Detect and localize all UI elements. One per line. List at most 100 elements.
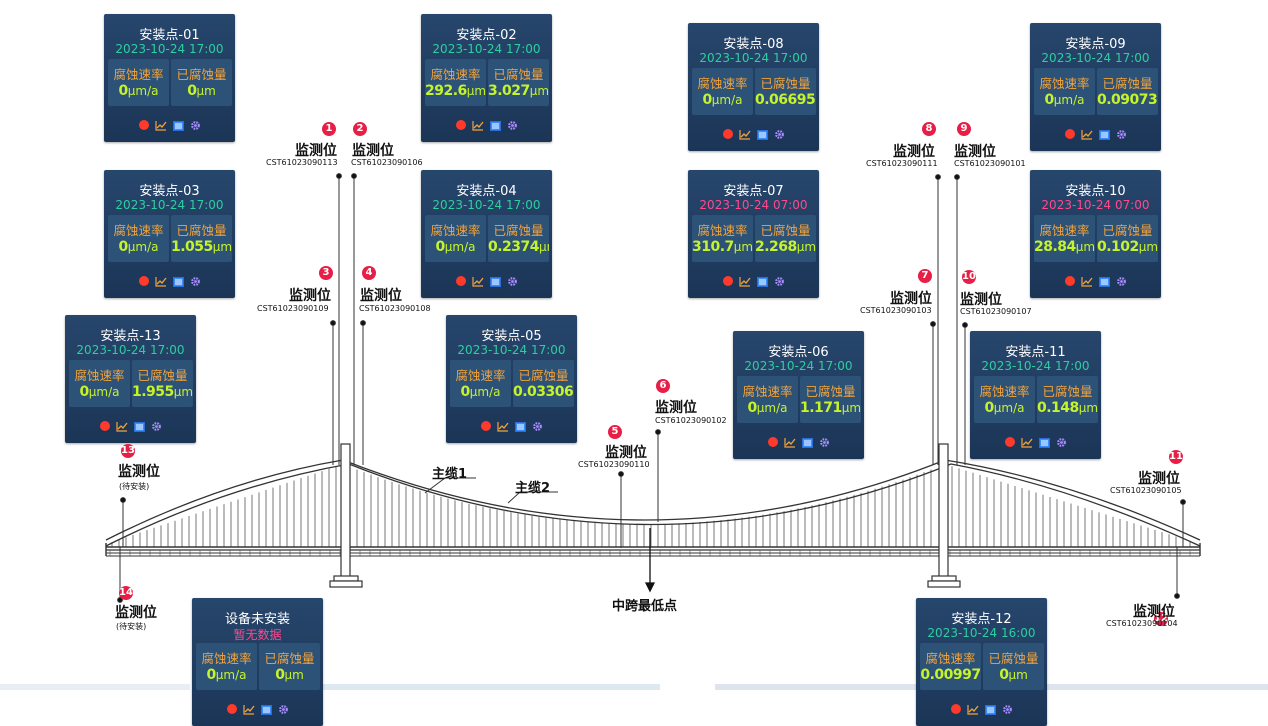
point-label: 监测位: [1138, 471, 1180, 487]
point-number-badge: 3: [319, 266, 333, 280]
list-icon[interactable]: [133, 417, 145, 436]
gear-icon[interactable]: [278, 700, 289, 719]
list-icon[interactable]: [1098, 272, 1110, 291]
line-chart-icon[interactable]: [471, 116, 484, 135]
list-icon[interactable]: [756, 125, 768, 144]
line-chart-icon[interactable]: [496, 417, 509, 436]
gear-icon[interactable]: [190, 272, 201, 291]
list-icon[interactable]: [1098, 125, 1110, 144]
gear-icon[interactable]: [507, 272, 518, 291]
line-chart-icon[interactable]: [783, 433, 796, 452]
record-dot-icon[interactable]: [950, 704, 961, 714]
amount-label: 已腐蚀量: [988, 651, 1039, 666]
record-dot-icon[interactable]: [138, 276, 149, 286]
card-title: 安装点-03: [139, 184, 200, 199]
gear-icon[interactable]: [190, 116, 201, 135]
gear-icon[interactable]: [774, 272, 785, 291]
record-dot-icon[interactable]: [722, 276, 733, 286]
gear-icon[interactable]: [532, 417, 543, 436]
gear-icon[interactable]: [774, 125, 785, 144]
gear-icon[interactable]: [1002, 700, 1013, 719]
leader-dot-12: [1174, 593, 1180, 599]
list-icon[interactable]: [489, 116, 501, 135]
point-number-badge: 13: [121, 444, 135, 458]
record-dot-icon[interactable]: [1064, 276, 1075, 286]
record-dot-icon[interactable]: [767, 437, 778, 447]
list-icon[interactable]: [489, 272, 501, 291]
line-chart-icon[interactable]: [1080, 272, 1093, 291]
line-chart-icon[interactable]: [471, 272, 484, 291]
line-chart-icon[interactable]: [154, 272, 167, 291]
record-dot-icon[interactable]: [722, 129, 733, 139]
rate-value: 0: [747, 400, 758, 416]
line-chart-icon[interactable]: [242, 700, 255, 719]
point-label: 监测位: [954, 144, 996, 160]
record-dot-icon[interactable]: [1064, 129, 1075, 139]
list-icon[interactable]: [172, 116, 184, 135]
amount-value: 0.102: [1097, 239, 1139, 255]
gear-icon[interactable]: [1116, 272, 1127, 291]
gear-icon[interactable]: [507, 116, 518, 135]
card-timestamp: 2023-10-24 07:00: [699, 198, 808, 212]
record-dot-icon[interactable]: [226, 704, 237, 714]
record-dot-icon[interactable]: [99, 421, 110, 431]
list-icon[interactable]: [172, 272, 184, 291]
leader-dot-11: [1180, 499, 1186, 505]
point-code: CST61023090105: [1110, 486, 1182, 495]
line-chart-icon[interactable]: [115, 417, 128, 436]
leader-dot-6: [655, 429, 661, 435]
deck-ticks: [109, 550, 1191, 556]
gear-icon[interactable]: [151, 417, 162, 436]
line-chart-icon[interactable]: [966, 700, 979, 719]
amount-label: 已腐蚀量: [805, 384, 856, 399]
record-dot-icon[interactable]: [480, 421, 491, 431]
gear-icon[interactable]: [819, 433, 830, 452]
line-chart-icon[interactable]: [154, 116, 167, 135]
record-dot-icon[interactable]: [138, 120, 149, 130]
leader-dot-2: [351, 173, 357, 179]
record-dot-icon[interactable]: [1004, 437, 1015, 447]
point-code: CST61023090111: [866, 159, 938, 168]
gear-icon[interactable]: [1056, 433, 1067, 452]
record-dot-icon[interactable]: [455, 276, 466, 286]
point-label: 监测位: [605, 445, 647, 461]
line-chart-icon[interactable]: [1080, 125, 1093, 144]
rate-value-wrap: 0.00997: [920, 667, 981, 683]
list-icon[interactable]: [514, 417, 526, 436]
leader-dot-3: [330, 320, 336, 326]
list-icon[interactable]: [756, 272, 768, 291]
line-chart-icon[interactable]: [1020, 433, 1033, 452]
card-actions: [1030, 127, 1161, 141]
point-label: 监测位: [295, 143, 337, 159]
list-icon[interactable]: [1038, 433, 1050, 452]
list-icon[interactable]: [984, 700, 996, 719]
point-number-badge: 10: [962, 270, 976, 284]
gear-icon[interactable]: [1116, 125, 1127, 144]
record-dot-icon[interactable]: [455, 120, 466, 130]
line-chart-icon[interactable]: [738, 272, 751, 291]
list-icon[interactable]: [260, 700, 272, 719]
line-chart-icon[interactable]: [738, 125, 751, 144]
rate-unit: μm/a: [711, 93, 743, 107]
card-timestamp: 2023-10-24 17:00: [115, 42, 224, 56]
list-icon[interactable]: [801, 433, 813, 452]
